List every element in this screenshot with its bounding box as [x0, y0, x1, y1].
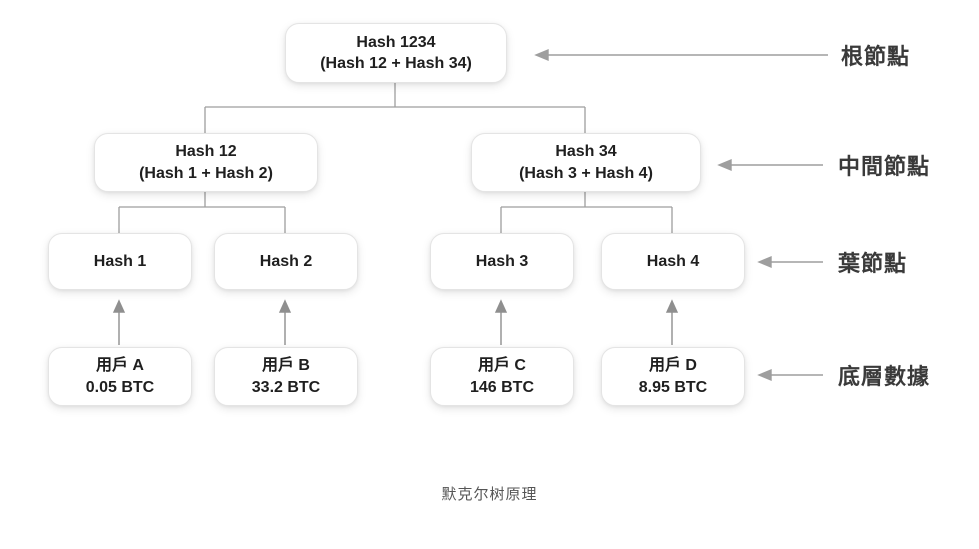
diagram-caption: 默克尔树原理	[441, 486, 538, 503]
data-block-user-c: 用戶 C 146 BTC	[430, 347, 574, 406]
data-block-amount: 0.05 BTC	[85, 378, 155, 396]
data-to-leaf-arrows	[112, 299, 679, 345]
data-block-amount: 33.2 BTC	[251, 378, 321, 396]
data-block-amount: 8.95 BTC	[638, 378, 708, 396]
middle-hash-node-12: Hash 12 (Hash 1 + Hash 2)	[94, 133, 318, 192]
data-block-user: 用戶 C	[477, 357, 526, 375]
data-block-user: 用戶 B	[261, 357, 310, 375]
data-block-user: 用戶 D	[648, 357, 697, 375]
annotation-underlying-data: 底層數據	[838, 364, 931, 389]
leaf-hash-node-4: Hash 4	[601, 233, 745, 290]
annotation-root-node: 根節點	[841, 44, 911, 69]
data-block-user: 用戶 A	[95, 357, 144, 375]
annotation-leaf-node: 葉節點	[838, 251, 908, 276]
leaf-hash-label: Hash 2	[259, 252, 313, 270]
data-block-amount: 146 BTC	[469, 378, 535, 396]
middle-hash-title: Hash 12	[175, 143, 237, 161]
leaf-hash-label: Hash 1	[93, 252, 147, 270]
leaf-hash-node-2: Hash 2	[214, 233, 358, 290]
data-block-user-a: 用戶 A 0.05 BTC	[48, 347, 192, 406]
data-block-user-b: 用戶 B 33.2 BTC	[214, 347, 358, 406]
leaf-hash-node-1: Hash 1	[48, 233, 192, 290]
middle-hash-formula: (Hash 3 + Hash 4)	[519, 164, 653, 182]
data-block-user-d: 用戶 D 8.95 BTC	[601, 347, 745, 406]
annotation-middle-node: 中間節點	[838, 154, 931, 179]
tree-branch-lines	[118, 81, 673, 233]
root-hash-title: Hash 1234	[356, 33, 436, 51]
leaf-hash-label: Hash 3	[475, 252, 529, 270]
middle-hash-title: Hash 34	[555, 143, 617, 161]
annotation-arrows	[534, 48, 828, 382]
middle-hash-node-34: Hash 34 (Hash 3 + Hash 4)	[471, 133, 701, 192]
leaf-hash-node-3: Hash 3	[430, 233, 574, 290]
root-hash-formula: (Hash 12 + Hash 34)	[320, 55, 472, 72]
middle-hash-formula: (Hash 1 + Hash 2)	[139, 164, 273, 182]
leaf-hash-label: Hash 4	[646, 252, 700, 270]
root-hash-node: Hash 1234 (Hash 12 + Hash 34)	[285, 23, 507, 83]
